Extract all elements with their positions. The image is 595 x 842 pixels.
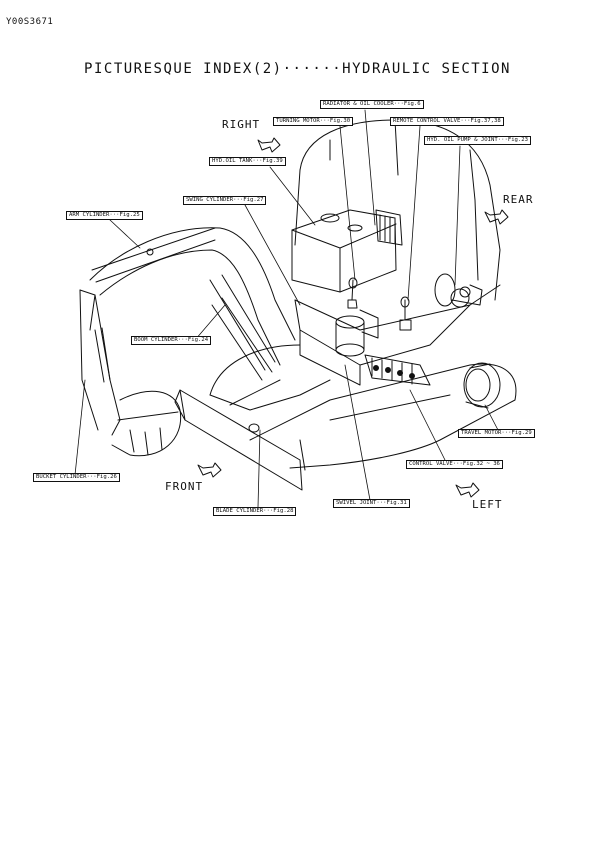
- cab-outline: [294, 119, 501, 301]
- callout-travel-motor: TRAVEL MOTOR···Fig.29: [458, 429, 535, 438]
- arm-cylinder: [91, 227, 216, 283]
- arm-bucket: [79, 289, 182, 457]
- callout-swing-cylinder: SWING CYLINDER···Fig.27: [183, 196, 267, 205]
- callout-radiator: RADIATOR & OIL COOLER···Fig.6: [320, 100, 424, 109]
- direction-rear: REAR: [503, 193, 534, 206]
- travel-motor: [463, 362, 501, 409]
- document-code: Y00S3671: [6, 17, 54, 27]
- hyd-pump: [434, 273, 483, 308]
- upper-body: [209, 284, 501, 411]
- callout-swivel-joint: SWIVEL JOINT···Fig.31: [333, 499, 410, 508]
- callout-control-valve: CONTROL VALVE···Fig.32 ~ 36: [406, 460, 503, 469]
- callout-blade-cylinder: BLADE CYLINDER···Fig.28: [213, 507, 297, 516]
- direction-arrows: [197, 137, 509, 498]
- callout-bucket-cylinder: BUCKET CYLINDER···Fig.26: [33, 473, 120, 482]
- front-arrow-icon: [197, 462, 222, 478]
- callout-hyd-oil-tank: HYD.OIL TANK···Fig.39: [209, 157, 286, 166]
- rear-arrow-icon: [484, 209, 509, 225]
- callout-arm-cylinder: ARM CYLINDER···Fig.25: [66, 211, 143, 220]
- callout-hyd-oil-pump: HYD. OIL PUMP & JOINT···Fig.23: [424, 136, 532, 145]
- page-title: PICTURESQUE INDEX(2)······HYDRAULIC SECT…: [84, 61, 511, 77]
- bucket-cylinder: [94, 327, 111, 383]
- direction-right: RIGHT: [222, 118, 261, 131]
- direction-left: LEFT: [472, 498, 503, 511]
- turning-motor: [335, 309, 379, 357]
- callout-boom-cylinder: BOOM CYLINDER···Fig.24: [131, 336, 212, 345]
- right-arrow-icon: [257, 137, 281, 153]
- callout-turning-motor: TURNING MOTOR···Fig.30: [273, 117, 354, 126]
- leader-lines: [74, 109, 499, 508]
- radiator: [375, 209, 403, 246]
- blade: [174, 379, 303, 491]
- boom-cylinder: [211, 297, 273, 381]
- remote-control-valves: [347, 277, 412, 331]
- direction-front: FRONT: [165, 480, 204, 493]
- left-arrow-icon: [455, 482, 480, 498]
- boom: [89, 227, 296, 371]
- control-valve: [364, 354, 431, 386]
- callout-remote-control-valve: REMOTE CONTROL VALVE···Fig.37,38: [390, 117, 504, 126]
